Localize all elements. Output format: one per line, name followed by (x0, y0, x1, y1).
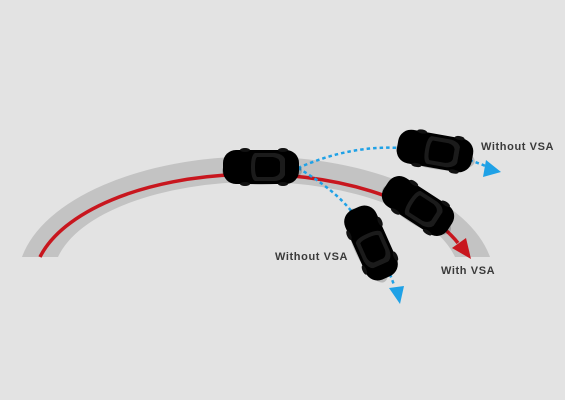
without-vsa-label: Without VSA (275, 251, 349, 263)
red-car-icon (222, 148, 302, 186)
white-car-icon (393, 125, 479, 177)
arrowhead-icon (483, 160, 501, 177)
arrowhead-icon (452, 238, 471, 259)
arrowhead-icon (389, 286, 404, 304)
with-vsa-label: With VSA (441, 265, 496, 277)
without-vsa-label: Without VSA (481, 141, 555, 153)
road-curve (22, 156, 490, 257)
